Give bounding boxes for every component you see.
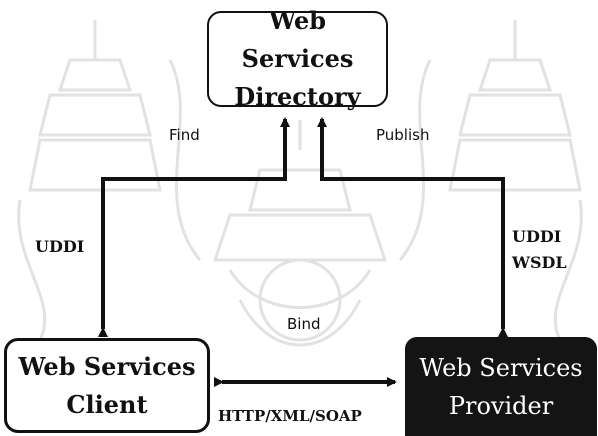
publish-protocol-label: UDDI WSDL <box>512 224 567 276</box>
directory-title-line2: Directory <box>234 82 361 111</box>
web-services-client-node: Web Services Client <box>4 338 210 433</box>
bind-protocol-label: HTTP/XML/SOAP <box>218 407 362 425</box>
publish-label: Publish <box>376 126 430 144</box>
publish-protocol-line2: WSDL <box>512 253 567 272</box>
client-title-line2: Client <box>66 389 148 419</box>
find-arrow <box>98 117 290 337</box>
client-title-line1: Web Services <box>18 351 196 381</box>
find-label: Find <box>169 126 200 144</box>
provider-title-line2: Provider <box>448 391 554 420</box>
find-protocol-label: UDDI <box>35 237 85 256</box>
publish-protocol-line1: UDDI <box>512 227 562 246</box>
web-services-provider-node: Web Services Provider <box>405 337 597 436</box>
directory-title-line1: Web Services <box>241 6 354 73</box>
provider-title-line1: Web Services <box>419 353 583 382</box>
web-services-directory-node: Web Services Directory <box>207 6 388 111</box>
bind-label: Bind <box>287 315 321 333</box>
publish-arrow <box>317 117 508 337</box>
